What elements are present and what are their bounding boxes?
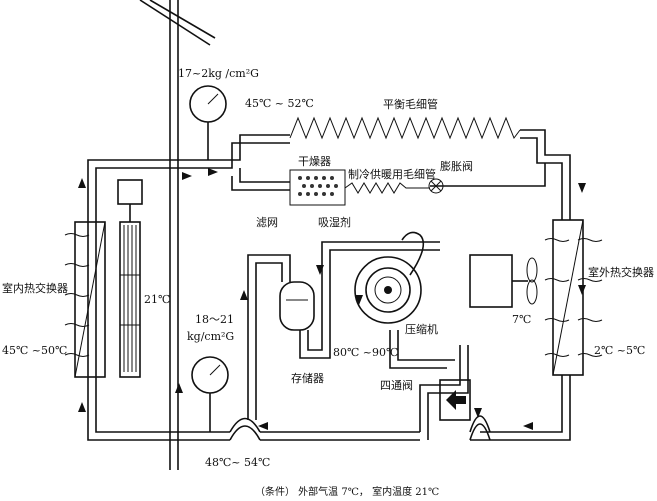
label-pressure-low: 18～21 [195,313,234,326]
high-pressure-gauge [189,85,227,160]
label-bottom-temp: 48℃~ 54℃ [205,456,270,469]
label-accumulator: 存储器 [291,371,324,385]
flow-arrows [78,168,586,430]
label-pressure-high: 17~2kg /cm²G [178,67,259,80]
label-outdoor-temp: 7℃ [512,313,531,326]
label-dryer: 干燥器 [298,155,331,168]
labels: 17~2kg /cm²G 45℃ ~ 52℃ 平衡毛细管 干燥器 制冷供暖用毛细… [2,67,654,498]
compressor [354,231,425,324]
label-compressor-temp: 80℃ ~90℃ [333,346,398,359]
label-four-way-valve: 四通阀 [380,378,413,392]
expansion-valve [428,178,444,194]
label-heating-capillary: 制冷供暖用毛细管 [348,167,436,181]
indoor-heat-exchanger [64,221,106,378]
low-pressure-gauge [191,356,229,432]
label-indoor-fan-temp: 21℃ [144,293,170,306]
label-pressure-low-unit: kg/cm²G [187,330,234,343]
accumulator [279,281,315,331]
dryer [289,169,430,206]
indoor-fan [117,179,143,378]
label-expansion-valve: 膨胀阀 [440,159,473,173]
outdoor-fan [469,254,538,308]
label-outdoor-exchanger-temp: 2℃ ~5℃ [594,344,645,357]
label-filter-screen: 滤网 [256,216,278,229]
four-way-valve [439,379,471,421]
label-indoor-exchanger: 室内热交换器 [2,281,68,295]
caption: （条件） 外部气温 7℃， 室内温度 21℃ [255,485,439,498]
label-balance-capillary: 平衡毛细管 [383,97,438,111]
outdoor-heat-exchanger [544,219,603,376]
label-indoor-exchanger-temp: 45℃ ~50℃ [2,344,67,357]
label-outdoor-exchanger: 室外热交换器 [588,265,654,279]
balance-capillary-coil [289,116,521,140]
label-temp-discharge: 45℃ ~ 52℃ [245,97,314,110]
refrigerant-pipes [87,129,571,441]
label-desiccant: 吸湿剂 [318,215,351,229]
label-compressor: 压缩机 [405,322,438,336]
